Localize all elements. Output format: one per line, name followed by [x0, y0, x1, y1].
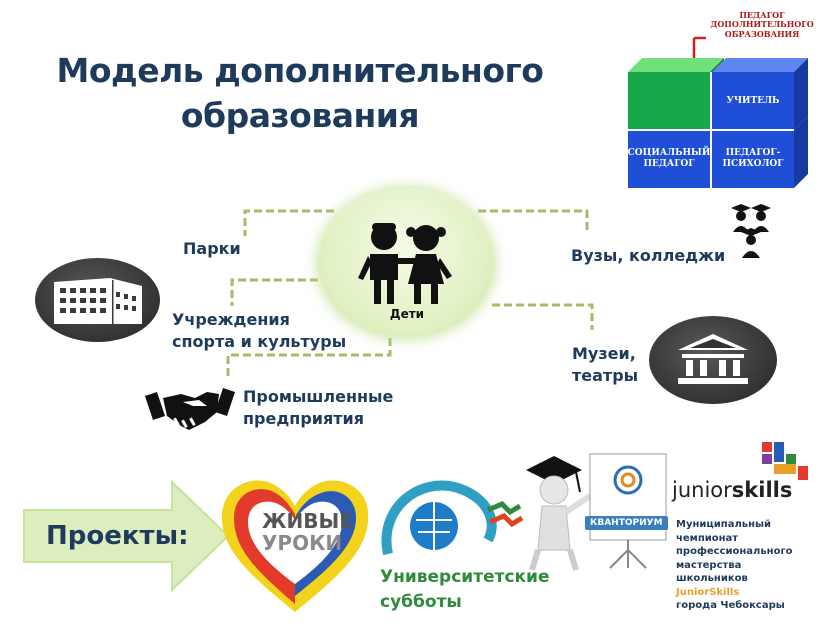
node-sport: Учреждения спорта и культуры [172, 310, 347, 351]
projects-arrow [23, 480, 230, 592]
projects-label: Проекты: [46, 521, 189, 551]
university-saturdays-text: Университетские субботы [380, 567, 550, 612]
juniorskills-description: Муниципальный чемпионат профессиональног… [676, 519, 793, 611]
teacher-cube [628, 36, 808, 188]
museum-icon [678, 334, 748, 384]
node-universities: Вузы, колледжи [571, 246, 726, 265]
connector-parks [243, 209, 334, 236]
connector-industry [226, 338, 392, 378]
page-title: Модель дополнительного образования [56, 51, 544, 135]
kvantorium-figure [526, 453, 667, 571]
juniorskills-emblem [762, 442, 808, 480]
live-lessons-heart [221, 480, 369, 612]
cube-psych: ПЕДАГОГ- ПСИХОЛОГ [722, 148, 784, 169]
museum-oval [649, 316, 777, 404]
graduates-icon [731, 204, 771, 258]
connector-museums [492, 303, 594, 330]
node-parks: Парки [183, 239, 241, 258]
juniorskills-logo: juniorskills [672, 478, 793, 502]
cube-top-label: ПЕДАГОГ ДОПОЛНИТЕЛЬНОГО ОБРАЗОВАНИЯ [710, 9, 814, 39]
children-icon [358, 223, 452, 304]
node-museums: Музеи, театры [572, 344, 639, 385]
cube-social: СОЦИАЛЬНЫЙ ПЕДАГОГ [627, 148, 711, 169]
connector-universities [478, 209, 589, 234]
cube-teacher: УЧИТЕЛЬ [726, 95, 780, 106]
kvantorium-label: КВАНТОРИУМ [585, 516, 668, 530]
building-icon [54, 278, 142, 324]
node-industry: Промышленные предприятия [243, 387, 394, 428]
live-lessons-logo: ЖИВЫЕ УРОКИ [262, 509, 353, 555]
hub-label: Дети [389, 307, 425, 321]
connector-sport [230, 278, 318, 306]
handshake-icon [145, 388, 235, 430]
university-saturdays-logo [381, 480, 524, 556]
